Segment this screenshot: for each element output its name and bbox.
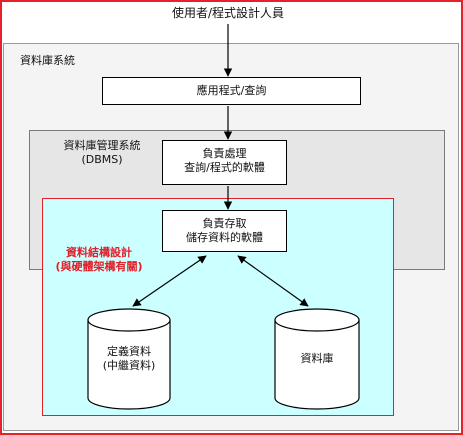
storage-access-line2: 儲存資料的軟體	[186, 231, 263, 244]
metadata-line1: 定義資料	[107, 345, 151, 358]
storage-access-box	[162, 210, 287, 252]
app-query-box	[102, 77, 361, 105]
metadata-label: 定義資料 (中繼資料)	[88, 345, 170, 373]
metadata-line2: (中繼資料)	[102, 359, 156, 372]
data-structure-line2: (與硬體架構有關)	[55, 260, 143, 273]
data-structure-label: 資料結構設計 (與硬體架構有關)	[44, 246, 154, 274]
data-structure-line1: 資料結構設計	[66, 246, 132, 259]
storage-access-label: 負責存取 儲存資料的軟體	[162, 217, 287, 245]
query-processing-box	[162, 140, 287, 185]
database-cylinder	[274, 308, 360, 410]
metadata-cylinder	[87, 308, 171, 410]
arrow-storage-to-metadata	[132, 255, 207, 307]
dbms-label: 資料庫管理系統 (DBMS)	[52, 139, 152, 167]
dbms-label-line1: 資料庫管理系統	[63, 139, 141, 152]
query-processing-line1: 負責處理	[202, 147, 247, 160]
storage-access-line1: 負責存取	[202, 217, 247, 230]
dbms-label-line2: (DBMS)	[81, 153, 123, 166]
query-processing-label: 負責處理 查詢/程式的軟體	[162, 147, 287, 175]
database-system-label: 資料庫系統	[20, 54, 75, 67]
database-label: 資料庫	[300, 352, 334, 365]
arrow-storage-to-database	[237, 255, 309, 307]
app-query-label: 應用程式/查詢	[196, 84, 267, 97]
query-processing-line2: 查詢/程式的軟體	[184, 161, 265, 174]
top-label: 使用者/程式設計人員	[172, 6, 285, 20]
